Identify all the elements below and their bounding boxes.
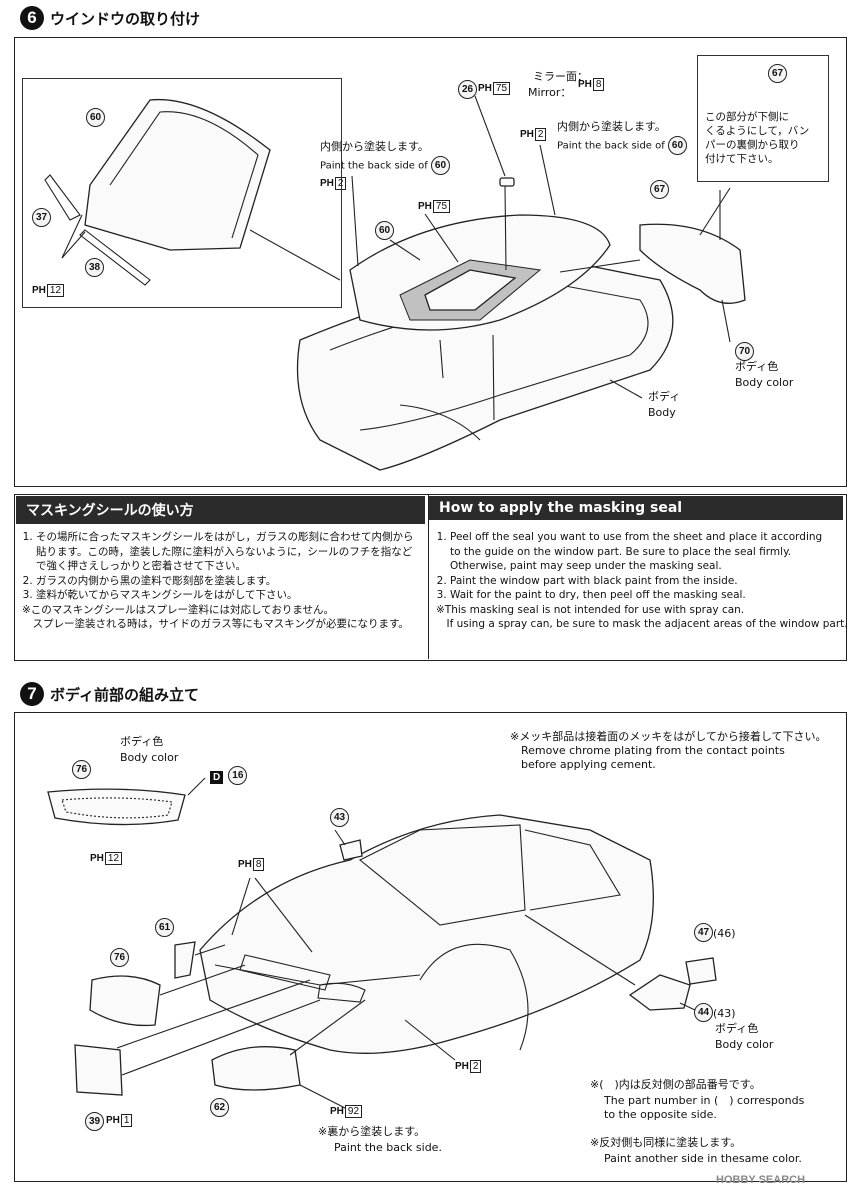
- masking-ja-item-3: 塗料が乾いてからマスキングシールをはがして下さい。: [36, 588, 420, 603]
- bumper-note-box: [697, 55, 829, 182]
- opposite-en: The part number in ( ) corresponds to th…: [604, 1094, 805, 1121]
- opposite-ja: ※( )内は反対側の部品番号です。: [590, 1078, 761, 1091]
- mirror-en: Mirror：: [528, 86, 572, 99]
- masking-en-item-1: Peel off the seal you want to use from t…: [450, 530, 836, 574]
- step-7-badge: 7: [20, 682, 44, 706]
- part-43-label: 43: [330, 808, 349, 827]
- same-color-ja: ※反対側も同様に塗装します。: [590, 1136, 742, 1149]
- body-color-ja: ボディ色: [735, 360, 779, 373]
- masking-ja-item-2: ガラスの内側から黒の塗料で彫刻部を塗装します。: [36, 574, 420, 589]
- bumper-note-text: この部分が下側に くるようにして，バン パーの裏側から取り 付けて下さい。: [705, 111, 810, 165]
- step-6-frame: [14, 37, 847, 487]
- part-47-46-label: 47(46): [694, 922, 736, 942]
- part-76-top-label: 76: [72, 760, 91, 779]
- step-6-badge: 6: [20, 6, 44, 30]
- watermark: HOBBY SEARCH: [716, 1174, 806, 1186]
- step-6-title: ウインドウの取り付け: [50, 10, 201, 28]
- masking-ja-list: その場所に合ったマスキングシールをはがし，ガラスの彫刻に合わせて内側から貼ります…: [22, 530, 420, 632]
- masking-title-en: How to apply the masking seal: [429, 496, 843, 520]
- body-ja: ボディ: [648, 390, 681, 403]
- inside-paint-en: Paint the back side of 60: [320, 156, 450, 175]
- back-paint-ja: ※裏から塗装します。: [318, 1125, 426, 1138]
- part-60-window-label: 60: [375, 221, 394, 240]
- masking-divider: [428, 494, 429, 659]
- decal-d16: D 16: [210, 765, 248, 785]
- masking-en-list: Peel off the seal you want to use from t…: [436, 530, 848, 632]
- part-26-label: 26: [458, 80, 477, 99]
- inside-paint-en-b: Paint the back side of 60: [557, 136, 687, 155]
- masking-ja-item-1: その場所に合ったマスキングシールをはがし，ガラスの彫刻に合わせて内側から貼ります…: [36, 530, 420, 574]
- part-60-label: 60: [86, 108, 105, 127]
- part-76-lower-label: 76: [110, 948, 129, 967]
- mirror-body-color-ja: ボディ色: [715, 1022, 759, 1035]
- part-67-label: 67: [650, 180, 669, 199]
- part-70-label: 70: [735, 342, 754, 361]
- masking-en-note: ※This masking seal is not intended for u…: [436, 603, 848, 631]
- masking-section: [14, 494, 847, 661]
- masking-title-ja: マスキングシールの使い方: [16, 496, 425, 524]
- step-7-title: ボディ前部の組み立て: [50, 686, 199, 704]
- part-67-note-label: 67: [768, 64, 787, 83]
- mirror-body-color-en: Body color: [715, 1038, 774, 1051]
- body-en: Body: [648, 406, 676, 419]
- masking-en-item-3: Wait for the paint to dry, then peel off…: [450, 588, 836, 603]
- masking-ja-note: ※このマスキングシールはスプレー塗料には対応しておりません。 スプレー塗装される…: [22, 603, 409, 631]
- part-61-label: 61: [155, 918, 174, 937]
- grille-body-color-ja: ボディ色: [120, 735, 164, 748]
- part-38-label: 38: [85, 258, 104, 277]
- back-paint-en: Paint the back side.: [334, 1141, 442, 1154]
- chrome-note: ※メッキ部品は接着面のメッキをはがしてから接着して下さい。 Remove chr…: [510, 730, 827, 771]
- part-39-label: 39: [85, 1112, 104, 1131]
- masking-en-item-2: Paint the window part with black paint f…: [450, 574, 836, 589]
- part-62-label: 62: [210, 1098, 229, 1117]
- grille-body-color-en: Body color: [120, 751, 179, 764]
- part-44-43-label: 44(43): [694, 1002, 736, 1022]
- part-37-label: 37: [32, 208, 51, 227]
- inside-paint-ja-b: 内側から塗装します。: [557, 120, 666, 133]
- mirror-ja: ミラー面：: [533, 70, 588, 83]
- step-7-frame: [14, 712, 847, 1182]
- body-color-en: Body color: [735, 376, 794, 389]
- same-color-en: Paint another side in thesame color.: [604, 1152, 802, 1165]
- inside-paint-ja: 内側から塗装します。: [320, 140, 429, 153]
